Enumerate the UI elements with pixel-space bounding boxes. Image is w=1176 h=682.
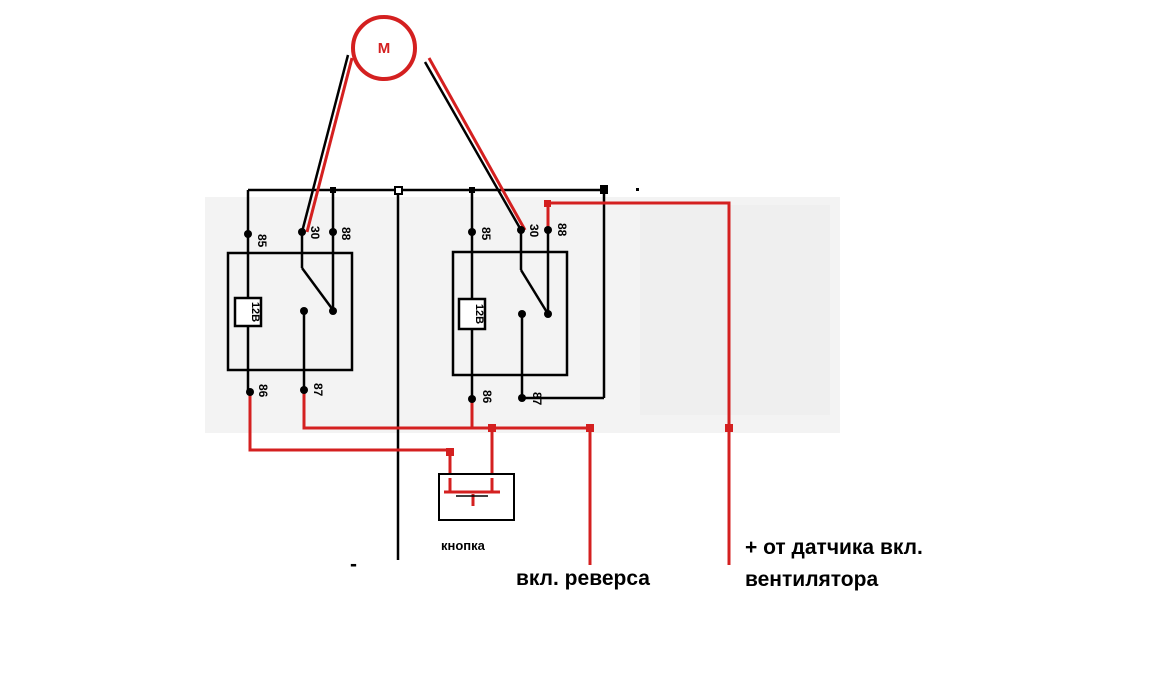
relay-right-pin-88: 88: [555, 223, 569, 237]
black-wires: [246, 54, 606, 560]
fan-sensor-label-line2: вентилятора: [745, 568, 879, 591]
relay-right-pin-30: 30: [527, 224, 541, 238]
relay-right-coil: [457, 297, 487, 331]
relay-left-pin-87: 87: [311, 383, 325, 397]
junction-dot: [544, 200, 551, 207]
motor-symbol: M: [351, 15, 417, 81]
relay-right-coil-label: 12В: [473, 304, 485, 324]
fan-sensor-label-line1: + от датчика вкл.: [745, 536, 923, 559]
relay-left-pin-88: 88: [339, 227, 353, 241]
relay-left-switch-arm: [300, 267, 335, 311]
relay-right-pin-87: 87: [530, 392, 544, 406]
junction-dot: [725, 424, 733, 432]
motor-label: M: [377, 39, 391, 57]
red-wires: [248, 57, 731, 565]
relay-left-pin-85: 85: [255, 234, 269, 248]
junction-dot: [446, 448, 454, 456]
junction-dot: [469, 187, 475, 193]
relay-right-pin-86: 86: [480, 390, 494, 404]
junction-dot: [488, 424, 496, 432]
junction-dot: [600, 185, 608, 194]
junction-dot: [586, 424, 594, 432]
relay-left: 12В 85 30 88 86 87: [226, 226, 354, 398]
junction-dot: [636, 188, 639, 191]
relay-left-pin-30: 30: [308, 226, 322, 240]
relay-left-body: [226, 251, 354, 372]
button-label: кнопка: [441, 538, 485, 550]
push-button: [438, 473, 515, 521]
background-patch-right: [640, 205, 830, 415]
minus-label: -: [350, 553, 357, 576]
relay-left-coil-label: 12В: [249, 302, 261, 322]
relay-right-switch-arm: [519, 269, 550, 315]
relay-right-body: [451, 250, 569, 377]
junction-dot: [394, 186, 403, 195]
relay-right: 12В 85 30 88 86 87: [451, 223, 569, 406]
reverse-label: вкл. реверса: [516, 567, 650, 590]
junction-dot: [330, 187, 336, 193]
relay-right-pin-85: 85: [479, 227, 493, 241]
relay-left-coil: [233, 296, 263, 328]
relay-left-pin-86: 86: [256, 384, 270, 398]
